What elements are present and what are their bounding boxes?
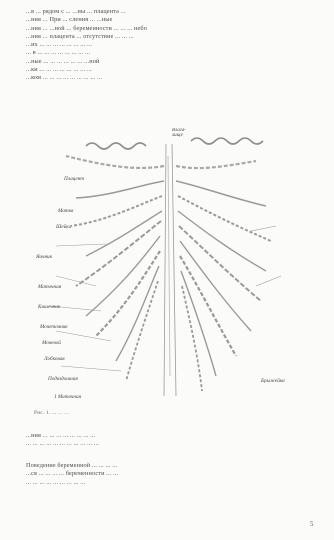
anatomical-figure: Влага- лище Плацент Матка Шейка Яичник М… [26,126,316,406]
text-line: Поведение беременной ... ... ... ... [26,462,316,470]
text-line: ...ния ... ... ... ... ... ... ... ... [26,432,316,440]
figure-label: Матка [58,208,73,214]
top-paragraph: ...в ... рядом с ... ...ны ... плацента … [26,8,316,83]
text-line: ...ком ... ... ... ... ... ... ... ... .… [26,74,316,82]
figure-label: Плацент [64,176,84,182]
figure-label: Кишечник [38,304,60,310]
text-line: ...их ... ... ... ... ... ... ... ... [26,41,316,49]
text-line: ...ния ... ...ной ... беременности ... .… [26,25,316,33]
figure-label: Маточная [38,284,61,290]
text-line: ...ся ... ... ... ... беременности ... .… [26,470,316,478]
figure-label: Шейка [56,224,71,230]
text-line: ...ные ... ... ... ... ... ... ...ной [26,58,316,66]
page-number: 5 [310,520,314,528]
last-paragraph: Поведение беременной ... ... ... ... ...… [26,462,316,487]
figure-label: Мочевой [42,340,61,346]
figure-label: Влага- лище [172,128,186,138]
figure-label: Подвздошная [48,376,78,382]
text-line: ...в ... рядом с ... ...ны ... плацента … [26,8,316,16]
figure-drawing [26,126,316,406]
text-line: ... ... ... ... ... ... ... ... ... ... … [26,440,316,448]
text-line: ... ... ... ... ... ... ... ... ... [26,479,316,487]
figure-label: Яичник [36,254,52,260]
figure-caption: Рис. 1. ... ... ... [34,410,314,416]
figure-label: Брыжейка [261,378,285,384]
text-line: ...ния ... плацента ... отсутствие ... .… [26,33,316,41]
figure-label: 1 Маточная [54,394,81,400]
text-line: ... в ... ... ... ... ... ... ... ... [26,49,316,57]
figure-label: Лобковая [44,356,65,362]
text-line: ...ки ... ... ... ... ... ... ... ... [26,66,316,74]
text-line: ...ния ... При ... сления ... ...ные [26,16,316,24]
bottom-paragraph: ...ния ... ... ... ... ... ... ... ... .… [26,432,316,449]
figure-label: Мочеточник [40,324,68,330]
